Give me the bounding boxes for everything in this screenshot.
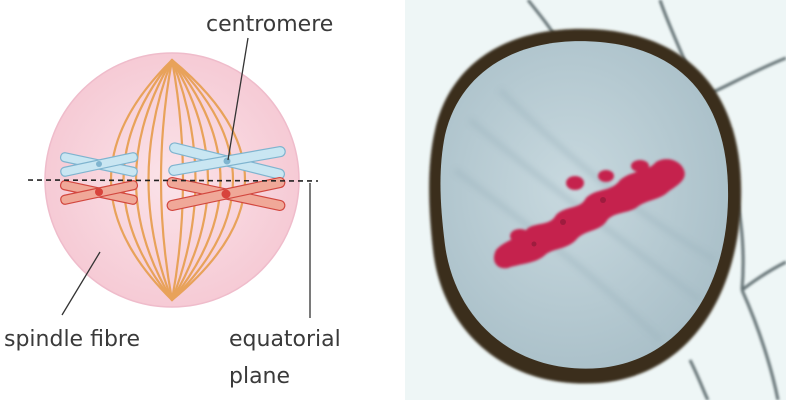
label-centromere: centromere	[206, 12, 333, 37]
micrograph-metaphase-cell	[405, 0, 786, 400]
label-equatorial-line1: equatorial	[229, 327, 341, 352]
chromosome-small	[59, 152, 139, 205]
mitosis-diagram: centromere spindle fibre equatorial plan…	[4, 12, 341, 389]
equatorial-plane-line	[27, 179, 319, 182]
spindle-fibre-leader	[61, 251, 101, 316]
photo-chromosomes	[493, 159, 685, 269]
label-spindle-fibre: spindle fibre	[4, 327, 140, 352]
centromere-leader	[227, 37, 249, 161]
chromosome-large	[166, 142, 286, 212]
label-equatorial-line2: plane	[229, 364, 290, 389]
